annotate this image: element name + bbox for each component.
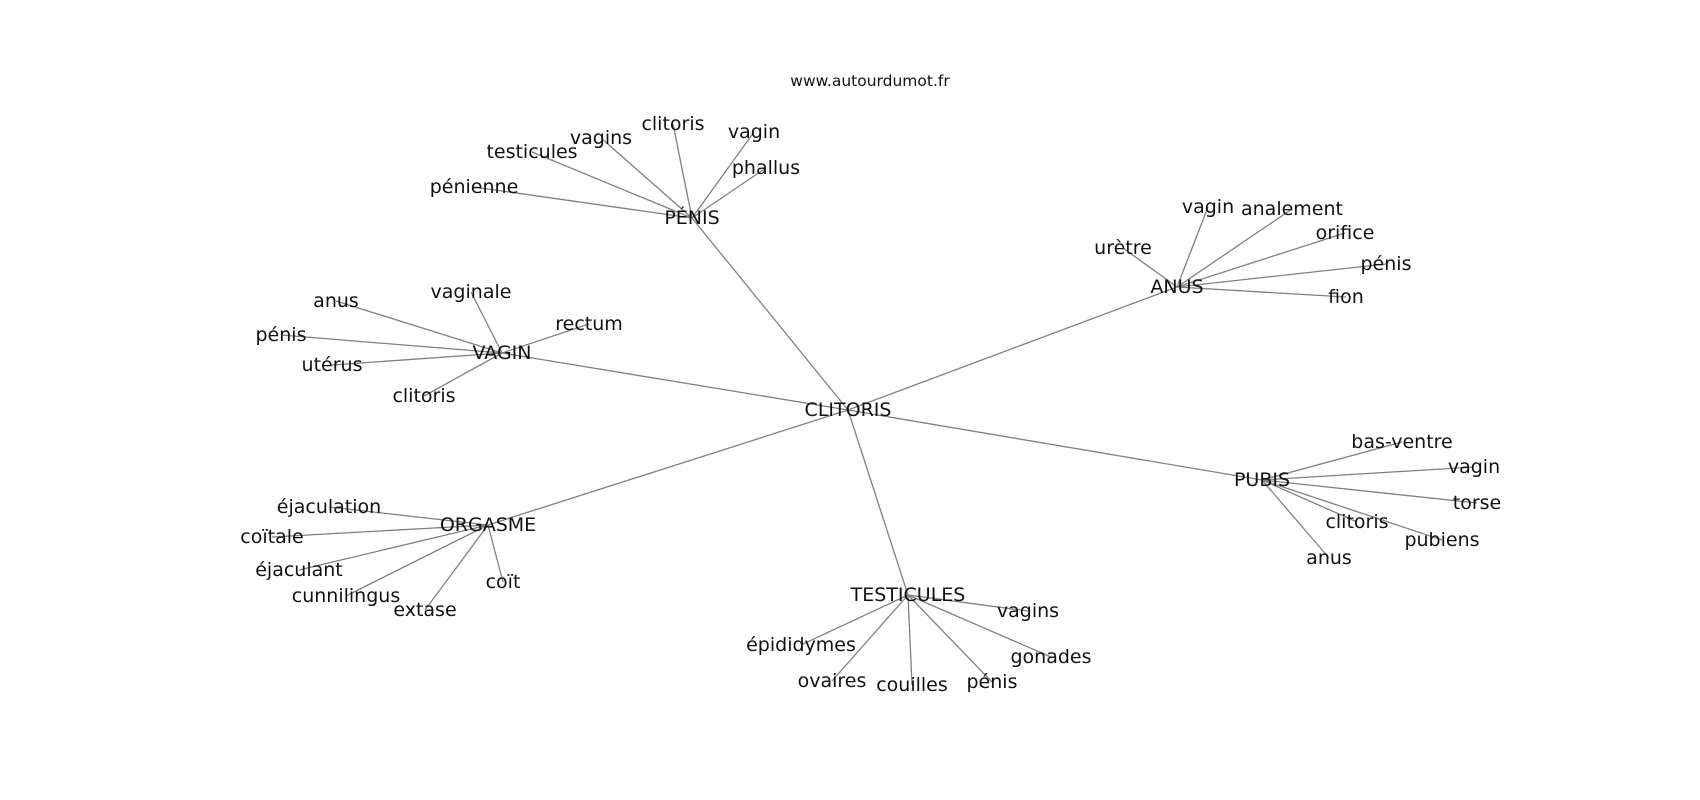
leaf-node[interactable]: clitoris [1325,511,1388,533]
edge-hub-leaf [1261,441,1403,481]
leaf-node[interactable]: coïtale [240,526,303,548]
leaf-node[interactable]: vagin [1448,456,1500,478]
edge-root-hub [847,286,1178,411]
edge-hub-leaf [345,524,489,597]
edge-hub-leaf [800,594,909,646]
leaf-node[interactable]: testicules [486,141,577,163]
edge-hub-leaf [280,334,503,354]
leaf-node[interactable]: pénis [967,671,1018,693]
leaf-node[interactable]: épididymes [746,634,856,656]
hub-node[interactable]: ORGASME [440,514,536,536]
edge-hub-leaf [600,137,693,219]
leaf-node[interactable]: extase [393,599,456,621]
leaf-node[interactable]: pubiens [1404,529,1479,551]
leaf-node[interactable]: pénis [256,324,307,346]
leaf-node[interactable]: vagins [570,127,632,149]
edge-hub-leaf [831,594,909,682]
leaf-node[interactable]: vagin [1182,196,1234,218]
edge-hub-leaf [531,151,693,219]
leaf-node[interactable]: clitoris [392,385,455,407]
edge-hub-leaf [691,131,755,219]
edge-hub-leaf [1176,263,1387,288]
edge-root-hub [691,217,849,411]
leaf-node[interactable]: anus [313,290,359,312]
edge-hub-leaf [470,291,503,354]
leaf-node[interactable]: clitoris [641,113,704,135]
edge-root-hub [487,409,849,526]
edges [271,123,1478,686]
leaf-node[interactable]: coït [486,571,521,593]
leaf-node[interactable]: vagin [728,121,780,143]
edge-hub-leaf [1261,479,1330,559]
leaf-node[interactable]: ovaires [798,670,867,692]
edge-hub-leaf [1176,232,1346,288]
edge-hub-leaf [331,352,503,366]
labels: CLITORIS PÉNIS vagins clitoris vagin testicul… [240,113,1501,696]
hub-node[interactable]: TESTICULES [850,584,966,606]
leaf-node[interactable]: pénienne [430,176,519,198]
edge-hub-leaf [1261,466,1475,481]
leaf-node[interactable]: rectum [555,313,623,335]
leaf-node[interactable]: éjaculant [255,559,343,581]
edge-hub-leaf [335,300,503,354]
leaf-node[interactable]: éjaculation [277,496,381,518]
edge-root-hub [847,409,1263,481]
hub-node[interactable]: VAGIN [473,342,532,364]
hub-node[interactable]: ANUS [1150,276,1203,298]
leaf-node[interactable]: utérus [302,354,363,376]
leaf-node[interactable]: vaginale [431,281,512,303]
root-node[interactable]: CLITORIS [805,399,892,421]
hub-node[interactable]: PÉNIS [664,206,719,229]
edge-hub-leaf [907,594,1029,612]
edge-hub-leaf [1122,247,1178,288]
leaf-node[interactable]: urètre [1094,237,1152,259]
edge-hub-leaf [1176,286,1347,298]
leaf-node[interactable]: pénis [1361,253,1412,275]
edge-hub-leaf [1261,479,1478,504]
edge-root-hub [501,352,849,411]
edge-hub-leaf [1261,479,1443,541]
edge-hub-leaf [691,167,767,219]
edge-hub-leaf [501,323,590,354]
leaf-node[interactable]: phallus [732,157,800,179]
edge-hub-leaf [907,594,993,683]
leaf-node[interactable]: analement [1241,198,1343,220]
edge-hub-leaf [1261,479,1358,523]
edge-hub-leaf [1176,206,1209,288]
leaf-node[interactable]: anus [1306,547,1352,569]
edge-hub-leaf [487,524,504,583]
leaf-node[interactable]: torse [1453,492,1501,514]
edge-hub-leaf [298,524,489,571]
edge-hub-leaf [423,352,503,397]
edge-hub-leaf [907,594,913,686]
edge-root-hub [847,409,909,596]
leaf-node[interactable]: fion [1328,286,1364,308]
edge-hub-leaf [328,506,489,526]
edge-hub-leaf [271,524,489,538]
edge-hub-leaf [672,123,693,219]
leaf-node[interactable]: couilles [876,674,948,696]
edge-hub-leaf [473,186,693,219]
hub-node[interactable]: PUBIS [1234,469,1290,491]
leaf-node[interactable]: orifice [1316,222,1375,244]
source-url: www.autourdumot.fr [790,72,950,90]
leaf-node[interactable]: cunnilingus [292,585,400,607]
leaf-node[interactable]: gonades [1010,646,1091,668]
edge-hub-leaf [907,594,1052,658]
leaf-node[interactable]: bas-ventre [1351,431,1452,453]
edge-hub-leaf [1176,208,1293,288]
edge-hub-leaf [424,524,489,611]
leaf-node[interactable]: vagins [997,600,1059,622]
